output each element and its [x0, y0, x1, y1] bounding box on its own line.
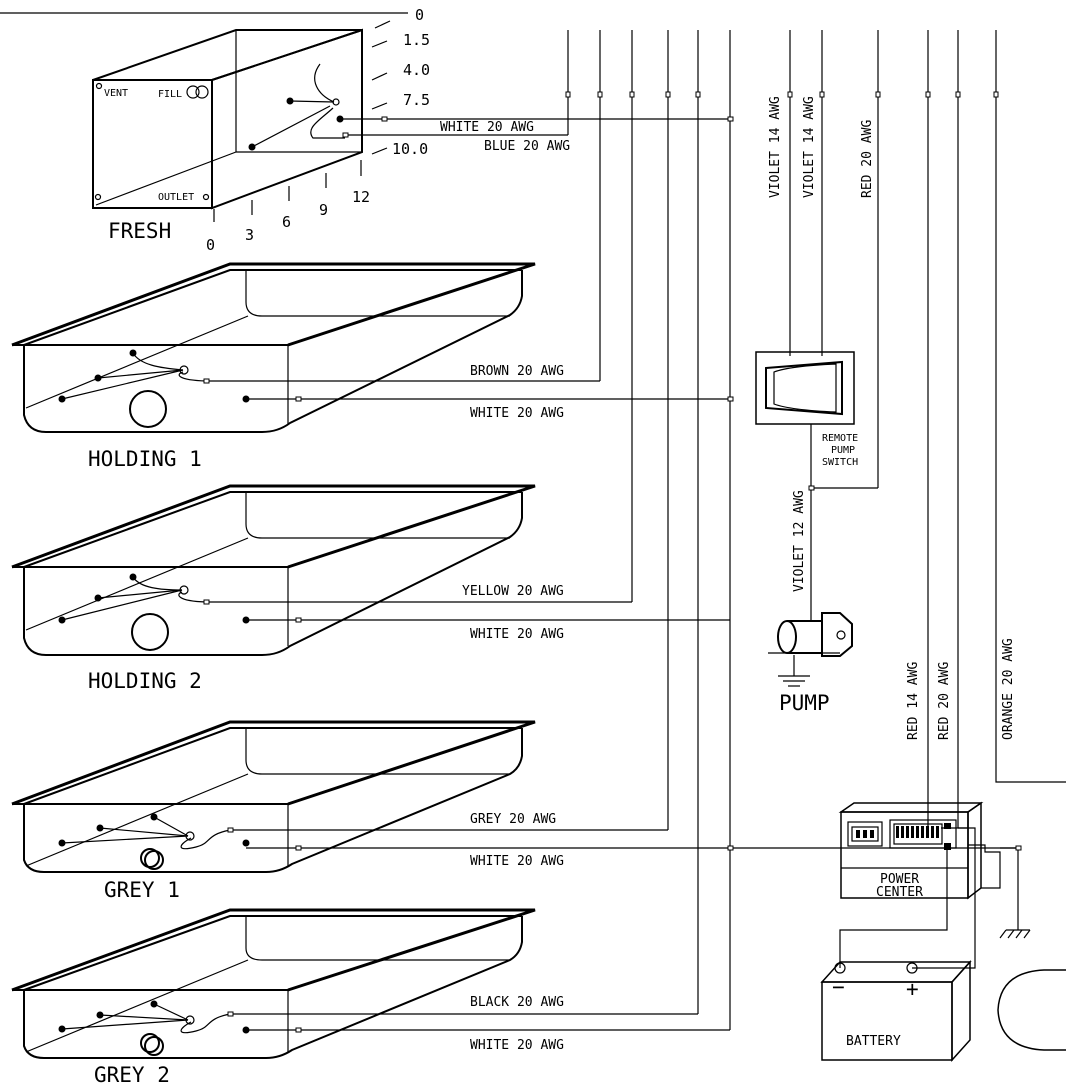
remote-pump-switch — [755, 351, 855, 425]
wire-label-orange: ORANGE 20 AWG — [1001, 638, 1016, 740]
wire-label-holding1-white: WHITE 20 AWG — [470, 406, 564, 421]
scale-right-4: 10.0 — [392, 140, 428, 158]
scale-bottom-3: 9 — [319, 201, 328, 219]
vent-label: VENT — [104, 88, 128, 99]
holding-2-tank — [11, 30, 730, 656]
scale-bottom-0: 0 — [206, 236, 215, 254]
scale-bottom-2: 6 — [282, 213, 291, 231]
remote-switch-label-line3: SWITCH — [822, 457, 858, 468]
scale-right-0: 0 — [415, 6, 424, 24]
fresh-tank-title: FRESH — [108, 219, 171, 243]
scale-right-1: 1.5 — [403, 31, 430, 49]
scale-right-3: 7.5 — [403, 91, 430, 109]
grey-2-title: GREY 2 — [94, 1063, 170, 1087]
battery-negative-terminal — [834, 962, 846, 974]
wire-label-holding2-white: WHITE 20 AWG — [470, 627, 564, 642]
orange-wire — [995, 30, 1066, 783]
holding-1-title: HOLDING 1 — [88, 447, 202, 471]
wire-label-fresh-blue: BLUE 20 AWG — [484, 139, 570, 154]
wire-label-holding2-yellow: YELLOW 20 AWG — [462, 584, 564, 599]
holding-1-tank — [11, 30, 730, 433]
wire-label-grey1-grey: GREY 20 AWG — [470, 812, 556, 827]
power-center-label-line1: POWER — [880, 872, 919, 887]
scale-bottom-1: 3 — [245, 226, 254, 244]
battery-positive-terminal — [906, 962, 918, 974]
fill-port — [186, 85, 200, 99]
wire-label-red-power: RED 14 AWG — [906, 662, 921, 740]
power-center-label-line2: CENTER — [876, 885, 923, 900]
pump — [768, 612, 853, 687]
battery-negative-label: − — [832, 975, 845, 999]
fresh-tank — [92, 20, 730, 222]
grey-2-tank — [11, 30, 730, 1059]
scale-bottom-4: 12 — [352, 188, 370, 206]
outlet-label: OUTLET — [158, 192, 194, 203]
wire-label-red-sense: RED 20 AWG — [937, 662, 952, 740]
wire-label-violet-b: VIOLET 14 AWG — [802, 96, 817, 198]
holding-2-title: HOLDING 2 — [88, 669, 202, 693]
vent-port — [95, 82, 103, 90]
scale-right-2: 4.0 — [403, 61, 430, 79]
battery — [820, 960, 972, 1062]
wire-label-grey1-white: WHITE 20 AWG — [470, 854, 564, 869]
wire-label-red-switch: RED 20 AWG — [860, 120, 875, 198]
partial-component — [997, 969, 1066, 1051]
pump-label: PUMP — [779, 691, 830, 715]
remote-switch-label-line1: REMOTE — [822, 433, 858, 444]
outlet-port — [202, 193, 210, 201]
wire-label-grey2-white: WHITE 20 AWG — [470, 1038, 564, 1053]
wire-label-grey2-black: BLACK 20 AWG — [470, 995, 564, 1010]
fill-label: FILL — [158, 89, 182, 100]
wire-label-fresh-white: WHITE 20 AWG — [440, 120, 534, 135]
battery-positive-label: + — [906, 977, 919, 1001]
remote-switch-label-line2: PUMP — [831, 445, 855, 456]
wire-label-holding1-brown: BROWN 20 AWG — [470, 364, 564, 379]
wire-label-violet-pump: VIOLET 12 AWG — [792, 490, 807, 592]
grey-1-tank — [11, 30, 1018, 873]
battery-label: BATTERY — [846, 1034, 901, 1049]
grey-1-title: GREY 1 — [104, 878, 180, 902]
wire-label-violet-a: VIOLET 14 AWG — [768, 96, 783, 198]
power-center — [838, 801, 1031, 939]
